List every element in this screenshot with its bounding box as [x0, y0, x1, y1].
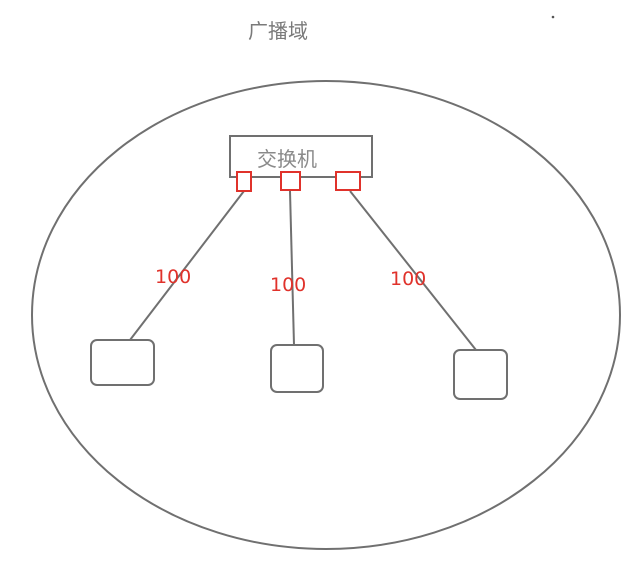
- switch-port-3: [335, 171, 361, 191]
- switch-port-1: [236, 171, 252, 192]
- diagram-title: 广播域: [248, 19, 308, 43]
- link-bandwidth-label-2: 100: [270, 274, 306, 296]
- stray-dot: [551, 15, 555, 19]
- link-line-1: [129, 190, 245, 341]
- host-box-3: [453, 349, 508, 400]
- switch-label: 交换机: [257, 147, 317, 171]
- link-bandwidth-label-1: 100: [155, 266, 191, 288]
- link-line-3: [349, 190, 477, 351]
- broadcast-domain-ellipse: [31, 80, 621, 550]
- link-bandwidth-label-3: 100: [390, 268, 426, 290]
- host-box-2: [270, 344, 324, 393]
- switch-port-2: [280, 171, 301, 191]
- link-line-2: [289, 190, 295, 346]
- host-box-1: [90, 339, 155, 386]
